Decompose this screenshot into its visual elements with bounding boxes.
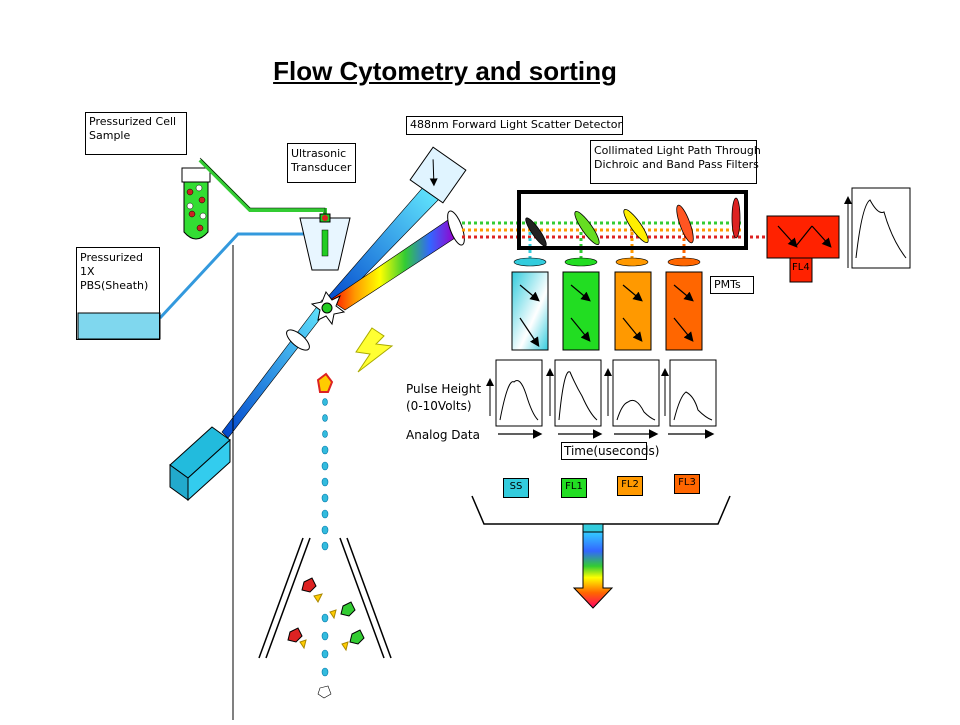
pmts-label: PMTs — [714, 278, 741, 291]
laser-source — [169, 426, 231, 502]
sample-box — [85, 112, 187, 155]
channel-fl1: FL1 — [561, 478, 587, 498]
channel-fl3: FL3 — [674, 474, 700, 494]
pmts-box — [710, 276, 754, 294]
fsc-label-box — [406, 116, 623, 135]
transducer-label: Ultrasonic Transducer — [291, 147, 352, 174]
sheath-label: Pressurized 1X PBS(Sheath) — [80, 251, 149, 292]
filters-box — [590, 140, 757, 184]
pmt-array — [511, 271, 703, 351]
filters-label: Collimated Light Path Through Dichroic a… — [594, 144, 761, 171]
filter-frame — [517, 190, 748, 250]
output-arrow — [572, 531, 614, 609]
fl4-pmt — [766, 215, 840, 283]
sample-label: Pressurized Cell Sample — [89, 115, 177, 142]
transducer-box — [287, 143, 356, 183]
time-label: Time(useconds) — [564, 444, 660, 458]
page-title: Flow Cytometry and sorting — [273, 56, 617, 86]
bandpass-filters — [513, 257, 701, 267]
sheath-box — [76, 247, 160, 340]
channel-fl2: FL2 — [617, 476, 643, 496]
channel-ss: SS — [503, 478, 529, 498]
signal-collector — [471, 495, 731, 525]
deflection-plates — [258, 537, 392, 659]
light-paths — [462, 221, 800, 262]
laser-beam — [221, 299, 331, 439]
time-box — [561, 442, 647, 460]
flow-nozzle — [299, 213, 351, 271]
dichroic-mirrors — [525, 197, 741, 247]
fl4-pulse-plot — [844, 187, 911, 269]
fsc-detector — [409, 146, 467, 204]
fl4-label: FL4 — [792, 262, 810, 273]
analog-data-label: Analog Data — [406, 428, 480, 442]
fsc-label: 488nm Forward Light Scatter Detector — [410, 118, 622, 131]
charge-bolt-icon — [355, 327, 394, 373]
pulse-height-label: Pulse Height (0-10Volts) — [406, 382, 482, 413]
sample-tube — [181, 167, 211, 240]
sheath-line — [158, 232, 318, 320]
sorted-cells — [287, 577, 365, 652]
droplet-stream — [316, 372, 334, 699]
pulse-height-plots — [486, 359, 717, 427]
